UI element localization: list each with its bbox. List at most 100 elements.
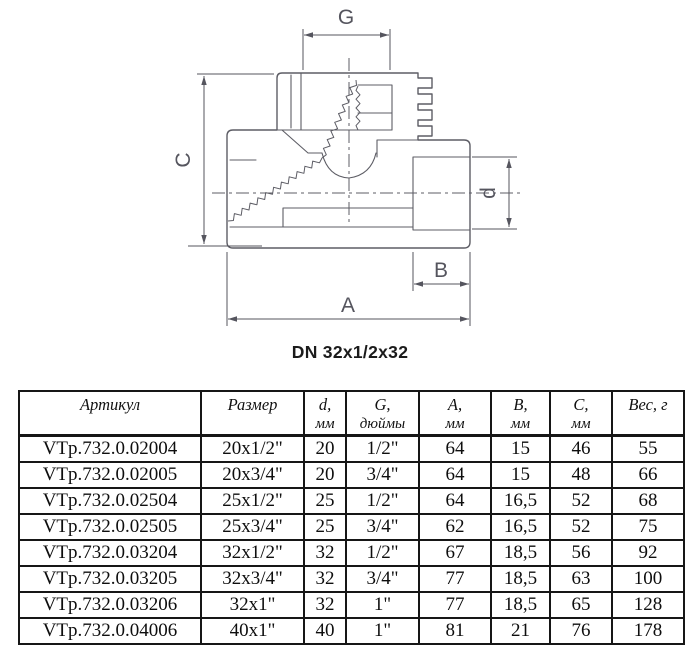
dimension-b: B [412,252,469,291]
table-cell: 18,5 [490,564,551,593]
centerlines [212,58,524,222]
dim-label-c: C [172,152,195,167]
drawing-caption: DN 32x1/2x32 [291,342,409,362]
table-cell: VTp.732.0.03205 [18,564,202,593]
table-cell: 76 [549,616,613,645]
table-cell: 21 [490,616,551,645]
table-cell: 178 [611,616,685,645]
column-header-c: C,мм [549,389,613,437]
column-header-g: G,дюймы [345,389,420,437]
table-cell: 16,5 [490,486,551,515]
table-cell: 18,5 [490,538,551,567]
table-cell: 32x3/4" [200,564,305,593]
table-cell: 20 [303,460,347,489]
table-cell: 1" [345,590,420,619]
table-cell: 1/2" [345,434,420,463]
table-cell: VTp.732.0.02505 [18,512,202,541]
table-cell: 64 [418,486,492,515]
table-cell: 64 [418,434,492,463]
column-header-article: Артикул [18,389,202,437]
table-cell: 32 [303,590,347,619]
column-header-d: d,мм [303,389,347,437]
dim-label-a: A [341,294,355,317]
dim-label-b: B [434,259,448,282]
table-cell: 32x1" [200,590,305,619]
table-cell: 20 [303,434,347,463]
table-cell: 1" [345,616,420,645]
table-cell: 40 [303,616,347,645]
table-cell: 15 [490,434,551,463]
table-cell: 40x1" [200,616,305,645]
table-cell: 63 [549,564,613,593]
table-cell: 32 [303,564,347,593]
column-header-b: B,мм [490,389,551,437]
dimension-d: d [472,156,517,230]
table-cell: 128 [611,590,685,619]
table-cell: 65 [549,590,613,619]
table-cell: 1/2" [345,486,420,515]
table-cell: 25x3/4" [200,512,305,541]
table-cell: VTp.732.0.02004 [18,434,202,463]
table-cell: 92 [611,538,685,567]
table-cell: 77 [418,590,492,619]
table-cell: 55 [611,434,685,463]
dimension-a: A [226,252,471,326]
fitting-outline [226,72,471,249]
table-cell: 81 [418,616,492,645]
table-cell: 52 [549,486,613,515]
table-cell: 32 [303,538,347,567]
table-cell: 100 [611,564,685,593]
table-cell: 32x1/2" [200,538,305,567]
spec-table-header: Артикул Размер d,мм G,дюймы A,мм B,мм C,… [18,389,685,437]
table-cell: VTp.732.0.03204 [18,538,202,567]
table-cell: 3/4" [345,564,420,593]
table-cell: 25 [303,512,347,541]
table-cell: 67 [418,538,492,567]
table-cell: 25x1/2" [200,486,305,515]
table-cell: 46 [549,434,613,463]
table-cell: 3/4" [345,512,420,541]
dimension-g: G [302,6,391,70]
table-cell: VTp.732.0.02005 [18,460,202,489]
column-header-size: Размер [200,389,305,437]
fitting-section-lines [229,72,471,231]
bore-thread-line [355,85,361,131]
table-cell: 75 [611,512,685,541]
table-cell: 64 [418,460,492,489]
table-cell: 77 [418,564,492,593]
dimension-c: C [172,73,274,247]
table-cell: 1/2" [345,538,420,567]
technical-drawing: G C d B [172,6,524,326]
dim-label-d: d [477,187,500,199]
table-cell: 18,5 [490,590,551,619]
spec-table: Артикул Размер d,мм G,дюймы A,мм B,мм C,… [18,389,685,645]
table-cell: 68 [611,486,685,515]
dim-label-g: G [338,6,354,29]
table-cell: 62 [418,512,492,541]
table-cell: 20x1/2" [200,434,305,463]
table-cell: 15 [490,460,551,489]
table-cell: 66 [611,460,685,489]
column-header-weight: Вес, г [611,389,685,437]
table-cell: 52 [549,512,613,541]
table-cell: 16,5 [490,512,551,541]
table-cell: 25 [303,486,347,515]
thread-break-line [227,79,357,222]
table-cell: 20x3/4" [200,460,305,489]
table-cell: VTp.732.0.03206 [18,590,202,619]
column-header-a: A,мм [418,389,492,437]
table-cell: 48 [549,460,613,489]
table-cell: VTp.732.0.02504 [18,486,202,515]
table-cell: VTp.732.0.04006 [18,616,202,645]
table-cell: 56 [549,538,613,567]
